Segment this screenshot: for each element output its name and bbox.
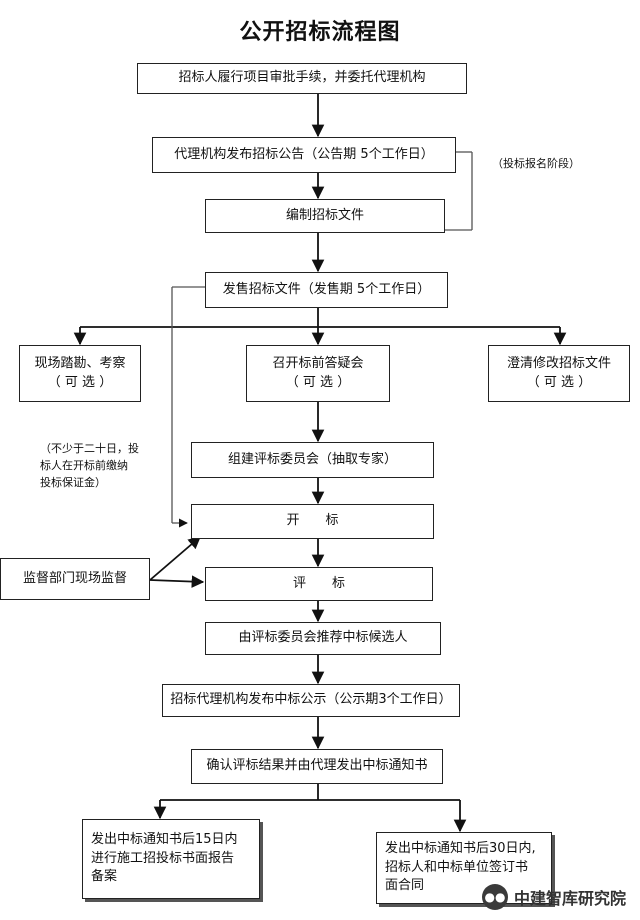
supervision-to-s6 [149,536,201,581]
option-site-survey-label: 现场踏勘、考察 [34,355,126,371]
option-clarify-docs-optional: （ 可 选 ） [526,374,592,390]
option-site-survey: 现场踏勘、考察 （ 可 选 ） [19,345,141,402]
option-clarify-docs-label: 澄清修改招标文件 [506,355,611,371]
filing-report-line-2: 进行施工招投标书面报告 [91,850,235,866]
step-form-evaluation-committee: 组建评标委员会（抽取专家） [191,442,434,478]
option-pre-bid-meeting-optional: （ 可 选 ） [285,374,351,390]
option-pre-bid-meeting: 召开标前答疑会 （ 可 选 ） [246,345,390,402]
option-pre-bid-meeting-label: 召开标前答疑会 [272,355,364,371]
step-publish-award-notice: 招标代理机构发布中标公示（公示期3个工作日） [162,684,460,717]
step-recommend-candidates: 由评标委员会推荐中标候选人 [205,622,441,655]
step-prepare-tender-docs: 编制招标文件 [205,199,445,233]
filing-report-line-1: 发出中标通知书后15日内 [91,831,238,847]
note-bid-registration-stage: （投标报名阶段） [492,157,580,170]
sign-contract-line-2: 招标人和中标单位签订书 [385,859,529,875]
option-clarify-docs: 澄清修改招标文件 （ 可 选 ） [488,345,630,402]
step-filing-report: 发出中标通知书后15日内 进行施工招投标书面报告 备案 [82,819,260,899]
note-bid-deposit-line-1: （不少于二十日，投 [40,442,139,455]
supervision-box: 监督部门现场监督 [0,558,150,600]
step-publish-tender-notice: 代理机构发布招标公告（公告期 5个工作日） [152,137,456,173]
supervision-to-s7 [149,575,205,588]
step-sell-tender-docs: 发售招标文件（发售期 5个工作日） [205,272,448,308]
sign-contract-line-1: 发出中标通知书后30日内, [385,840,536,856]
step-project-approval: 招标人履行项目审批手续，并委托代理机构 [137,63,467,94]
step-bid-evaluation: 评 标 [205,567,433,601]
step-confirm-and-notify: 确认评标结果并由代理发出中标通知书 [191,749,443,784]
note-bid-deposit-line-3: 投标保证金） [40,476,106,490]
step-sign-contract: 发出中标通知书后30日内, 招标人和中标单位签订书 面合同 [376,832,552,904]
step-bid-opening: 开 标 [191,504,434,539]
option-site-survey-optional: （ 可 选 ） [47,374,113,390]
note-bid-deposit: （不少于二十日，投 标人在开标前缴纳 投标保证金） [40,440,139,491]
wechat-icon: ●● [481,884,508,910]
note-bid-deposit-line-2: 标人在开标前缴纳 [40,459,128,473]
watermark-text: 中建智库研究院 [513,889,626,908]
sign-contract-line-3: 面合同 [385,878,425,894]
watermark: ●● 中建智库研究院 [481,884,626,910]
page-title: 公开招标流程图 [239,20,401,45]
filing-report-line-3: 备案 [91,869,118,885]
